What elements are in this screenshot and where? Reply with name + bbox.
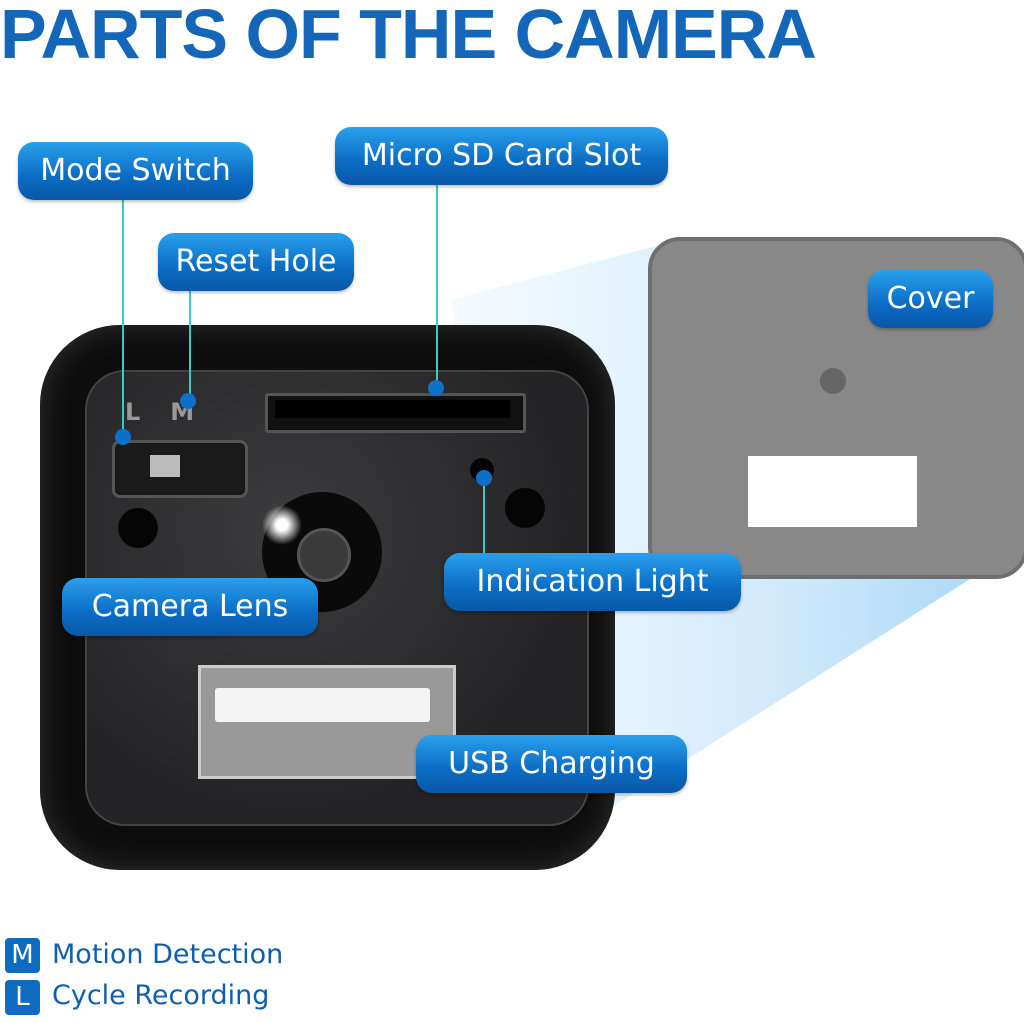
reset-hole-leader	[189, 290, 191, 400]
label-cover: Cover	[868, 270, 993, 328]
micro-sd-leader	[436, 185, 438, 385]
cover-lens-hole	[820, 368, 846, 394]
cover-usb-opening	[748, 456, 917, 527]
indication-light-dot	[476, 470, 492, 486]
label-usb-charging: USB Charging	[416, 735, 687, 793]
micro-sd-dot	[428, 380, 444, 396]
micro-sd-slot-opening	[275, 400, 510, 418]
screw-hole	[118, 508, 158, 548]
legend-text-cycle: Cycle Recording	[52, 980, 270, 1011]
switch-marks: LM	[125, 398, 225, 426]
label-camera-lens: Camera Lens	[62, 578, 318, 636]
label-micro-sd: Micro SD Card Slot	[335, 127, 668, 185]
legend-text-motion: Motion Detection	[52, 939, 284, 970]
lens-flare	[262, 505, 302, 545]
mode-switch-dot	[115, 429, 131, 445]
usb-port	[198, 665, 456, 779]
label-reset-hole: Reset Hole	[158, 233, 354, 291]
mode-switch	[112, 440, 248, 498]
mode-switch-knob	[150, 455, 180, 477]
indication-light-leader	[483, 480, 485, 555]
camera-lens-glass	[297, 528, 351, 582]
legend-key-l: L	[5, 980, 40, 1015]
label-indication-light: Indication Light	[444, 553, 741, 611]
screw-hole	[505, 488, 545, 528]
label-mode-switch: Mode Switch	[18, 142, 253, 200]
legend-key-m: M	[5, 938, 40, 973]
mode-switch-leader	[122, 200, 124, 436]
usb-port-tongue	[215, 688, 430, 722]
page-title: PARTS OF THE CAMERA	[0, 0, 817, 73]
reset-hole-dot	[180, 393, 196, 409]
